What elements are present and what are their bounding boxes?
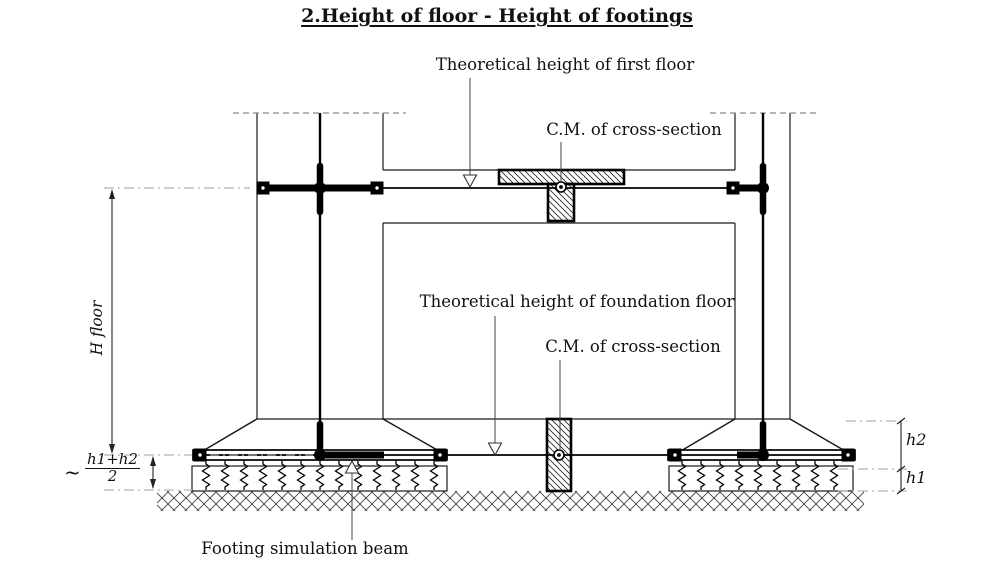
label-first-floor-height: Theoretical height of first floor — [435, 55, 695, 74]
label-h2: h2 — [906, 430, 927, 449]
structure-outline — [195, 113, 853, 456]
label-footing-simulation-beam: Footing simulation beam — [201, 539, 409, 558]
page-title: 2.Height of floor - Height of footings — [301, 5, 693, 27]
label-approx: ~ — [64, 460, 81, 484]
label-cm-foundation: C.M. of cross-section — [545, 337, 721, 356]
cm-symbol-first-floor — [555, 181, 567, 193]
leader-lines — [351, 78, 562, 540]
cm-symbol-foundation — [553, 449, 565, 461]
leader-arrow-first-floor — [462, 174, 478, 188]
right-footing-block — [668, 465, 854, 492]
fraction-denominator: 2 — [85, 467, 140, 485]
h-floor-dimension — [104, 187, 250, 456]
label-cm-first: C.M. of cross-section — [546, 120, 722, 139]
first-floor-axis — [256, 181, 769, 195]
column-centerlines — [316, 113, 767, 454]
label-h1: h1 — [906, 468, 927, 487]
leader-arrow-foundation — [487, 442, 503, 456]
footing-embedment-dimension — [104, 456, 192, 491]
fraction-numerator: h1+h2 — [87, 450, 138, 468]
h1-h2-dimension — [838, 417, 907, 495]
footing-rigid-zones — [316, 420, 767, 454]
foundation-axis — [193, 448, 855, 462]
ground-hatch — [157, 491, 864, 511]
label-h-floor: H floor — [88, 300, 106, 356]
label-h1-h2-fraction: h1+h2 2 — [85, 450, 140, 485]
label-foundation-floor-height: Theoretical height of foundation floor — [419, 292, 735, 311]
